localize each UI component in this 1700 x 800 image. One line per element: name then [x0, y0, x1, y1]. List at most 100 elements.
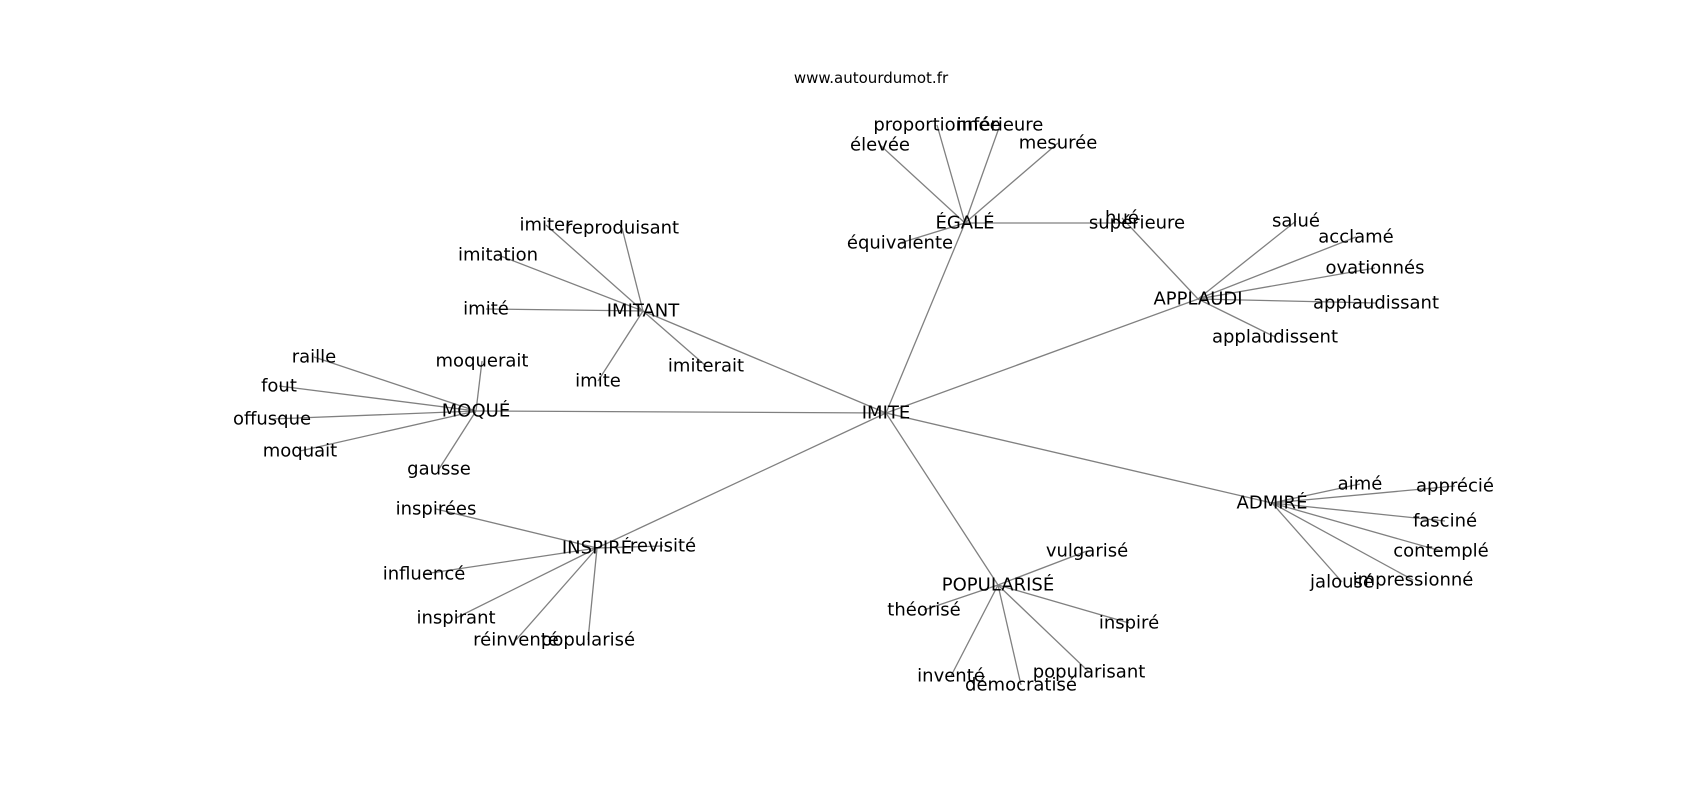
leaf-node-egale-3: mesurée [1019, 133, 1098, 154]
leaf-node-admire-0: aimé [1338, 474, 1383, 495]
edge-imitant-4 [597, 310, 644, 382]
edge-center-imitant [642, 310, 887, 414]
leaf-node-applaudi-0: hué [1105, 208, 1139, 229]
edge-imitant-1 [621, 227, 644, 312]
edge-applaudi-0 [1121, 217, 1199, 300]
leaf-node-popularise-2: inspiré [1099, 613, 1159, 634]
edge-popularise-3 [997, 584, 1090, 673]
leaf-node-egale-0: proportionnée [873, 115, 1000, 136]
leaf-node-egale-2: élevée [850, 135, 910, 156]
site-watermark: www.autourdumot.fr [794, 69, 949, 87]
leaf-node-popularise-1: théorisé [887, 600, 960, 621]
leaf-node-admire-1: apprécié [1416, 476, 1494, 497]
leaf-node-imitant-4: imite [575, 371, 621, 392]
hub-node-popularise: POPULARISÉ [942, 574, 1054, 596]
leaf-node-admire-2: fasciné [1413, 511, 1477, 532]
edge-admire-4 [1271, 502, 1343, 583]
edge-moque-3 [271, 410, 477, 420]
leaf-node-popularise-3: popularisant [1033, 662, 1146, 683]
graph-labels: www.autourdumot.fr IMITE ÉGALÉ proportionn… [233, 69, 1494, 696]
edge-applaudi-2 [1197, 236, 1357, 300]
edge-popularise-0 [997, 550, 1088, 586]
edge-admire-3 [1271, 502, 1442, 552]
edge-inspire-4 [515, 547, 598, 641]
leaf-node-inspire-4: réinventé [473, 630, 559, 651]
leaf-node-admire-3: contemplé [1393, 541, 1488, 562]
edge-center-popularise [885, 412, 999, 586]
leaf-node-admire-4: jalousé [1309, 572, 1374, 593]
edge-inspire-2 [423, 547, 598, 575]
edge-egale-1 [964, 124, 1001, 224]
edge-moque-1 [475, 360, 483, 412]
edge-popularise-2 [997, 584, 1130, 624]
edge-egale-2 [879, 144, 966, 224]
edge-admire-5 [1271, 502, 1414, 581]
edge-popularise-4 [950, 584, 999, 677]
leaf-node-egale-4: équivalente [847, 233, 953, 254]
edge-admire-2 [1271, 502, 1446, 522]
edge-applaudi-4 [1197, 298, 1377, 304]
leaf-node-popularise-4: inventé [917, 666, 985, 687]
leaf-node-admire-5: impressionné [1353, 570, 1474, 591]
edge-moque-0 [313, 356, 477, 412]
edge-egale-4 [899, 222, 966, 244]
hub-node-applaudi: APPLAUDI [1153, 289, 1242, 310]
edge-center-applaudi [885, 298, 1199, 414]
edge-center-moque [475, 410, 887, 414]
leaf-node-imitant-1: reproduisant [565, 218, 679, 239]
leaf-node-moque-0: raille [292, 347, 337, 368]
leaf-node-moque-1: moquerait [436, 351, 529, 372]
leaf-node-moque-4: moquait [263, 441, 337, 462]
hub-node-inspire: INSPIRÉ [562, 537, 632, 559]
leaf-node-egale-5: supérieure [1089, 213, 1185, 234]
leaf-node-imitant-3: imité [463, 299, 509, 320]
leaf-node-applaudi-2: acclamé [1318, 227, 1393, 248]
leaf-node-inspire-0: inspirées [396, 499, 477, 520]
center-node-label: IMITE [862, 403, 911, 424]
graph-edges [271, 124, 1456, 686]
leaf-node-inspire-5: popularisé [541, 630, 635, 651]
hub-node-admire: ADMIRÉ [1237, 492, 1308, 514]
edge-egale-3 [964, 142, 1059, 224]
leaf-node-moque-3: offusque [233, 409, 311, 430]
leaf-node-imitant-0: imiter [519, 215, 573, 236]
leaf-node-moque-5: gausse [407, 459, 471, 480]
leaf-node-applaudi-5: applaudissent [1212, 327, 1338, 348]
edge-moque-4 [299, 410, 477, 452]
leaf-node-inspire-1: revisité [630, 536, 696, 557]
leaf-node-applaudi-4: applaudissant [1313, 293, 1439, 314]
leaf-node-popularise-5: démocratisé [965, 675, 1077, 696]
edge-imitant-0 [545, 224, 644, 312]
edge-moque-2 [278, 385, 477, 412]
leaf-node-imitant-5: imiterait [668, 356, 744, 377]
edge-center-egale [885, 222, 966, 414]
edge-imitant-3 [485, 308, 644, 312]
edge-moque-5 [438, 410, 477, 470]
leaf-node-applaudi-1: salué [1272, 211, 1320, 232]
edge-applaudi-3 [1197, 267, 1376, 300]
leaf-node-moque-2: fout [261, 376, 297, 397]
hub-node-moque: MOQUÉ [442, 400, 510, 422]
edge-center-admire [885, 412, 1273, 504]
leaf-node-inspire-3: inspirant [416, 608, 495, 629]
edge-inspire-5 [587, 547, 598, 641]
leaf-node-popularise-0: vulgarisé [1046, 541, 1128, 562]
leaf-node-inspire-2: influencé [383, 564, 466, 585]
edge-applaudi-5 [1197, 298, 1276, 338]
edge-admire-1 [1271, 485, 1456, 504]
edge-inspire-1 [596, 545, 664, 549]
leaf-node-egale-1: inférieure [957, 115, 1044, 136]
edge-inspire-0 [435, 508, 598, 549]
hub-node-egale: ÉGALÉ [935, 212, 994, 234]
edge-center-inspire [596, 412, 887, 549]
edge-admire-0 [1271, 483, 1361, 504]
edge-imitant-5 [642, 310, 707, 367]
edge-inspire-3 [455, 547, 598, 619]
leaf-node-imitant-2: imitation [458, 245, 538, 266]
hub-node-imitant: IMITANT [607, 301, 681, 322]
leaf-node-applaudi-3: ovationnés [1325, 258, 1424, 279]
edge-imitant-2 [497, 254, 644, 312]
edge-applaudi-1 [1197, 220, 1297, 300]
edge-popularise-5 [997, 584, 1022, 686]
